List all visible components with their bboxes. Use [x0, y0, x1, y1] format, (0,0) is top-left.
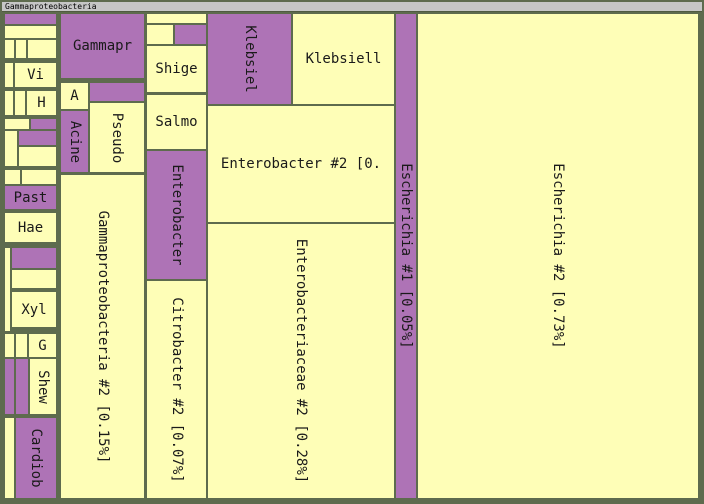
treemap-label: Gammaproteobacteria #2 [0.15%] [94, 210, 111, 463]
treemap-cell-gammapr[interactable]: Gammapr [60, 13, 145, 79]
treemap-label: Past [13, 189, 48, 206]
treemap-cell-e2[interactable] [15, 333, 28, 358]
treemap-label: Citrobacter #2 [0.07%] [168, 296, 185, 483]
treemap-cell-b5[interactable] [18, 146, 57, 167]
treemap-cell-a4[interactable] [15, 39, 27, 59]
treemap-cell-g[interactable]: G [28, 333, 57, 358]
treemap-cell-b3[interactable] [4, 130, 18, 167]
treemap-label: Enterobacter [168, 164, 185, 266]
treemap-cell-shige[interactable]: Shige [146, 45, 207, 93]
treemap-cell-gamma2[interactable]: Gammaproteobacteria #2 [0.15%] [60, 174, 145, 499]
treemap-cell-a-cell[interactable]: A [60, 82, 89, 110]
chart-title: Gammaproteobacteria [2, 2, 702, 12]
treemap-cell-past[interactable]: Past [4, 185, 57, 210]
treemap-cell-s2[interactable] [146, 24, 174, 45]
treemap-cell-vi[interactable]: Vi [14, 62, 57, 88]
treemap-cell-pseudo-top[interactable] [89, 82, 145, 102]
treemap-cell-d3[interactable] [11, 269, 57, 289]
treemap-cell-entero2[interactable]: Enterobacter #2 [0. [207, 105, 395, 223]
treemap-label: Gammapr [72, 38, 133, 54]
treemap-cell-b4[interactable] [18, 130, 57, 146]
treemap-cell-e4[interactable] [15, 358, 29, 415]
treemap-cell-c2[interactable] [21, 169, 57, 185]
treemap-cell-h2[interactable] [14, 90, 26, 116]
treemap-cell-d2[interactable] [11, 247, 57, 269]
treemap-cell-enterobacter[interactable]: Enterobacter [146, 150, 207, 280]
treemap-cell-b2[interactable] [30, 118, 57, 130]
treemap-cell-pseudo[interactable]: Pseudo [89, 102, 145, 173]
treemap-label: Cardiob [28, 428, 44, 488]
treemap-label: Enterobacteriaceae #2 [0.28%] [293, 238, 309, 484]
treemap-cell-vi-small[interactable] [4, 62, 14, 88]
treemap-label: Klebsiell [305, 51, 382, 67]
treemap-cell-klebsiell[interactable]: Klebsiell [292, 13, 395, 105]
treemap-cell-f1[interactable] [4, 417, 15, 499]
treemap-label: Klebsiel [241, 25, 258, 93]
treemap-cell-a2[interactable] [4, 25, 57, 39]
treemap-cell-b1[interactable] [4, 118, 30, 130]
treemap-cell-h[interactable]: H [26, 90, 57, 116]
treemap-label: G [38, 337, 47, 354]
treemap-cell-h1[interactable] [4, 90, 14, 116]
treemap-cell-citro2[interactable]: Citrobacter #2 [0.07%] [146, 280, 207, 499]
treemap-cell-xyl[interactable]: Xyl [11, 291, 57, 328]
treemap-label: Acine [66, 120, 83, 163]
treemap-cell-enteroaceae2[interactable]: Enterobacteriaceae #2 [0.28%] [207, 223, 395, 499]
treemap-cell-c1[interactable] [4, 169, 21, 185]
treemap-label: Escherichia #2 [0.73%] [550, 163, 566, 349]
treemap-cell-e3[interactable] [4, 358, 15, 415]
treemap-label: Vi [27, 67, 44, 83]
treemap-cell-a1[interactable] [4, 13, 57, 25]
treemap-cell-hae[interactable]: Hae [4, 212, 57, 243]
treemap-label: H [37, 95, 46, 111]
treemap-cell-d1[interactable] [4, 247, 11, 332]
treemap-cell-esch2[interactable]: Escherichia #2 [0.73%] [417, 13, 699, 499]
treemap-cell-klebsiel[interactable]: Klebsiel [207, 13, 292, 105]
treemap-cell-a5[interactable] [27, 39, 57, 59]
treemap-cell-s1[interactable] [146, 13, 207, 24]
treemap-cell-cardiob[interactable]: Cardiob [15, 417, 57, 499]
treemap-cell-esch1[interactable]: Escherichia #1 [0.05%] [395, 13, 417, 499]
treemap-cell-a3[interactable] [4, 39, 15, 59]
treemap-label: Salmo [155, 114, 198, 130]
treemap-cell-e1[interactable] [4, 333, 15, 358]
treemap-label: A [70, 88, 79, 104]
treemap-label: Xyl [21, 301, 47, 318]
treemap-label: Shew [35, 369, 51, 404]
treemap-label: Shige [155, 61, 198, 77]
treemap-label: Escherichia #1 [0.05%] [398, 163, 414, 349]
treemap-label: Enterobacter #2 [0. [220, 156, 382, 172]
treemap-cell-shew[interactable]: Shew [29, 358, 57, 415]
treemap-cell-acine[interactable]: Acine [60, 110, 89, 173]
treemap-label: Pseudo [109, 112, 125, 163]
treemap-cell-s3[interactable] [174, 24, 207, 45]
treemap-cell-salmo[interactable]: Salmo [146, 94, 207, 150]
treemap-label: Hae [17, 219, 44, 236]
